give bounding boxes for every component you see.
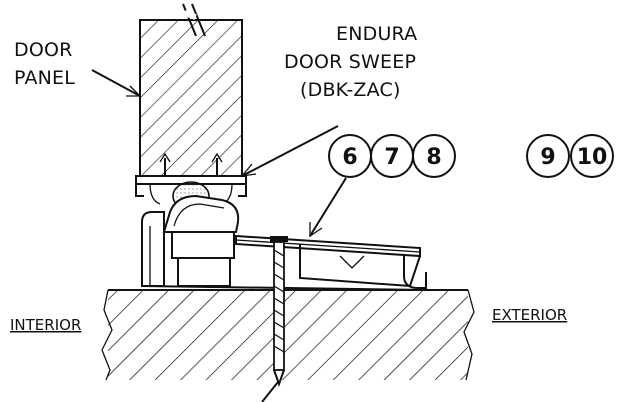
callout-number: 8: [426, 145, 441, 170]
callout-number: 9: [540, 145, 555, 170]
sweep-label-line2: DOOR SWEEP: [284, 51, 416, 73]
threshold: [141, 194, 431, 291]
leader-lines: [91, 69, 347, 238]
floor-substrate: [101, 289, 475, 381]
door-panel-label-line1: DOOR: [14, 39, 73, 61]
door-panel: [139, 3, 243, 179]
callout-number: 6: [342, 145, 357, 170]
door-panel-label-line2: PANEL: [14, 67, 75, 89]
callout-number: 7: [384, 145, 399, 170]
callout-circle: [412, 134, 456, 178]
door-screws: [159, 152, 223, 178]
callout-number: 10: [577, 145, 608, 170]
exterior-label: EXTERIOR: [492, 306, 567, 324]
sweep-label-line1: ENDURA: [336, 23, 417, 45]
interior-label: INTERIOR: [10, 316, 81, 334]
callout-group-b: 9 10: [526, 134, 614, 178]
floor-screw: [261, 236, 288, 402]
sweep-label-line3: (DBK-ZAC): [300, 79, 401, 101]
callout-circle: [570, 134, 614, 178]
callout-group-a: 6 7 8: [328, 134, 456, 178]
callout-circle: [526, 134, 570, 178]
